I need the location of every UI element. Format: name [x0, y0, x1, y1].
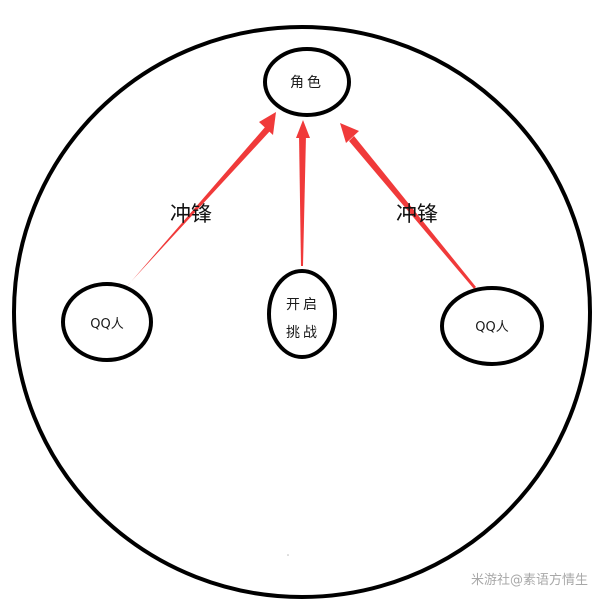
watermark: 米游社@素语方情生 — [470, 573, 588, 588]
node-qq-left-circle — [61, 282, 153, 362]
edge-label-right-charge: 冲锋 — [396, 202, 438, 226]
edge-label-left-charge: 冲锋 — [170, 202, 212, 226]
node-qq-right-circle — [440, 286, 544, 366]
node-role-circle — [263, 47, 351, 117]
node-qq-right-label: QQ人 — [475, 320, 509, 335]
node-start-challenge-line2: 挑战 — [286, 325, 320, 341]
node-qq-left-label: QQ人 — [90, 317, 124, 332]
node-start-challenge-line1: 开启 — [286, 297, 320, 313]
edge-start-challenge-to-role — [296, 120, 310, 266]
node-start-challenge-circle — [267, 269, 337, 359]
stray-dot — [287, 554, 289, 556]
edge-qq-right-to-role — [340, 123, 476, 289]
outer-boundary-circle — [12, 25, 592, 599]
edge-qq-left-to-role — [127, 112, 276, 286]
node-role-label: 角色 — [290, 75, 324, 91]
